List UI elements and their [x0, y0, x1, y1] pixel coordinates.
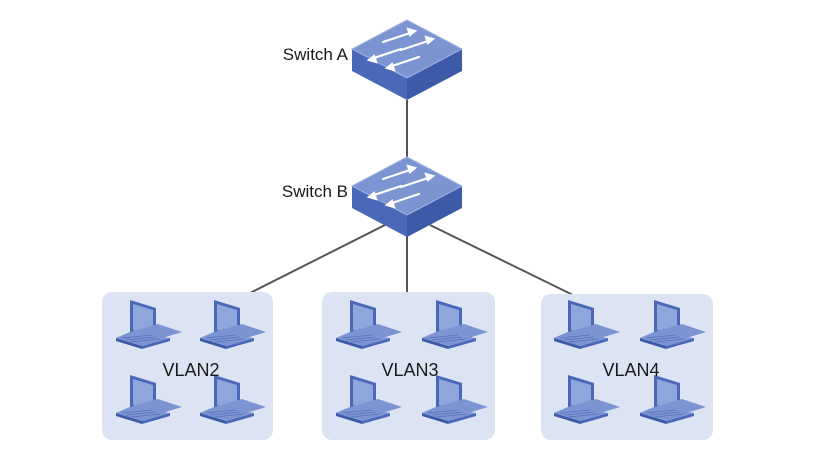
link-switch-b-vlan4	[429, 224, 576, 297]
switch-b-label: Switch B	[282, 182, 348, 201]
vlan3-label: VLAN3	[381, 360, 438, 380]
vlan2-group: VLAN2	[102, 292, 273, 440]
network-switch-icon	[350, 155, 464, 239]
vlan4-group: VLAN4	[541, 294, 713, 440]
switch-a-label: Switch A	[283, 45, 349, 64]
vlan3-group: VLAN3	[322, 292, 495, 440]
vlan4-label: VLAN4	[602, 360, 659, 380]
switch-b: Switch B	[282, 155, 464, 239]
switch-a: Switch A	[283, 18, 464, 102]
network-switch-icon	[350, 18, 464, 102]
vlan2-label: VLAN2	[162, 360, 219, 380]
link-switch-b-vlan2	[249, 224, 386, 294]
